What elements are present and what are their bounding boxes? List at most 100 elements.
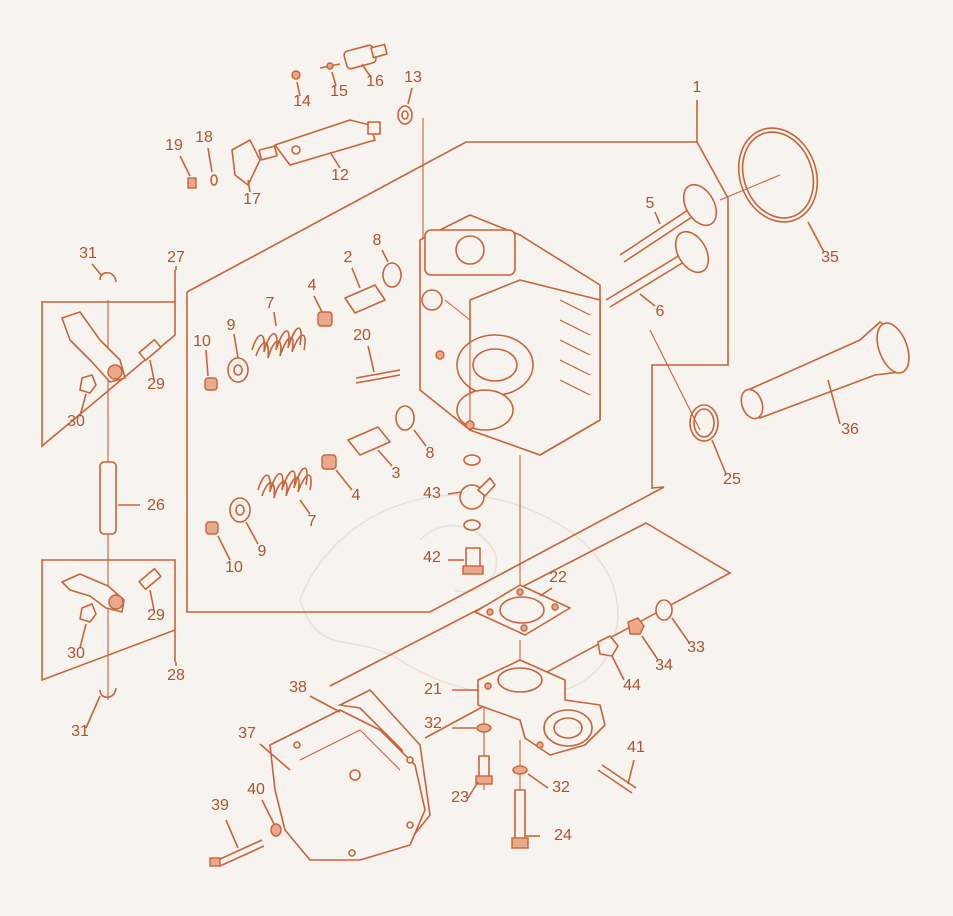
callout-label-5: 5: [646, 195, 655, 212]
callout-label-6: 6: [656, 303, 665, 320]
leader-line-23: [467, 781, 479, 799]
clip-31-lower: [99, 687, 117, 699]
washer-13: [397, 105, 413, 125]
washer-33: [655, 599, 673, 621]
bracket-17: [231, 139, 261, 186]
bolt-39: [209, 839, 265, 867]
spring-retainer-9-upper: [227, 357, 249, 383]
cylinder-head: [419, 214, 601, 456]
callout-label-39: 39: [211, 797, 229, 814]
leader-line-31b: [85, 695, 101, 729]
callout-label-10b: 10: [225, 559, 243, 576]
leader-line-4b: [335, 469, 353, 491]
leader-line-7b: [299, 499, 311, 515]
callout-label-42: 42: [423, 549, 441, 566]
callout-labels: 1234456778899101012131415161718192021222…: [67, 63, 859, 849]
valve-keeper-4-upper: [317, 311, 333, 327]
callout-label-14: 14: [293, 93, 311, 110]
exhaust-pipe-36: [740, 321, 910, 420]
leader-line-17: [247, 179, 251, 193]
washer-32-right: [512, 765, 528, 775]
locknut-30-lower: [79, 603, 97, 623]
leader-line-39: [225, 819, 239, 849]
callout-label-35: 35: [821, 249, 839, 266]
adjust-screw-29-lower: [138, 567, 162, 591]
washer-8-lower: [395, 405, 415, 431]
callout-label-24: 24: [554, 827, 572, 844]
callout-label-43: 43: [423, 485, 441, 502]
callout-label-27: 27: [167, 249, 185, 266]
callout-label-32b: 32: [552, 779, 570, 796]
leader-line-34: [641, 635, 659, 661]
callout-label-30b: 30: [67, 645, 85, 662]
callout-label-9b: 9: [258, 543, 267, 560]
leader-line-9b: [245, 521, 259, 545]
leader-line-18: [207, 147, 213, 173]
leader-line-37: [259, 743, 291, 771]
leader-line-7a: [273, 311, 277, 327]
clip-31-upper: [99, 271, 117, 283]
callout-label-9a: 9: [227, 317, 236, 334]
assembly-centerlines: [107, 118, 781, 800]
leader-line-10b: [217, 535, 231, 561]
leader-line-4a: [313, 295, 323, 313]
rocker-arm-upper: [61, 311, 126, 383]
leader-line-41: [627, 759, 635, 785]
callout-label-12: 12: [331, 167, 349, 184]
callout-label-2: 2: [344, 249, 353, 266]
leader-line-8b: [413, 429, 427, 447]
leader-line-13: [407, 87, 413, 105]
leader-line-38: [309, 695, 341, 713]
callout-label-34: 34: [655, 657, 673, 674]
callout-label-8a: 8: [373, 232, 382, 249]
callout-label-15: 15: [330, 83, 348, 100]
callout-label-20: 20: [353, 327, 371, 344]
callout-label-18: 18: [195, 129, 213, 146]
rocker-shaft-12: [258, 119, 381, 166]
leader-line-30a: [79, 393, 87, 417]
callout-label-10a: 10: [193, 333, 211, 350]
bolt-42: [462, 547, 484, 575]
leader-line-12: [329, 151, 341, 169]
leader-line-19: [179, 155, 191, 177]
callout-label-37: 37: [238, 725, 256, 742]
gasket-ring-35: [737, 127, 819, 223]
rocker-assembly-27-box: [41, 270, 176, 448]
callout-label-41: 41: [627, 739, 645, 756]
assembly-outline-1: [186, 115, 729, 613]
callout-label-25: 25: [723, 471, 741, 488]
callout-label-29a: 29: [147, 376, 165, 393]
valve-guide-2: [344, 284, 386, 314]
valve-lock-10-upper: [204, 377, 218, 391]
leader-line-16: [361, 63, 371, 77]
seal-ring-25: [689, 404, 719, 442]
callout-label-16: 16: [366, 73, 384, 90]
callout-label-44: 44: [623, 677, 641, 694]
ball-14: [291, 70, 301, 80]
leader-line-25: [711, 439, 727, 475]
callout-label-21: 21: [424, 681, 442, 698]
callout-label-28: 28: [167, 667, 185, 684]
gasket-22: [474, 584, 571, 636]
bolt-24: [511, 789, 529, 849]
leader-line-33: [671, 617, 691, 645]
leader-line-14: [296, 81, 301, 97]
leader-line-22: [539, 587, 553, 597]
rocker-arm-lower: [61, 573, 125, 613]
leader-line-35: [807, 221, 825, 253]
exhaust-valve-5: [619, 183, 718, 263]
adjust-screw-29-upper: [138, 338, 162, 362]
locknut-30-upper: [79, 374, 97, 394]
nut-19: [187, 177, 197, 189]
leader-line-43: [447, 491, 463, 495]
callout-label-38: 38: [289, 679, 307, 696]
callout-label-22: 22: [549, 569, 567, 586]
valve-guide-3: [347, 426, 391, 456]
valve-spring-7-lower: [257, 467, 312, 499]
callout-label-36: 36: [841, 421, 859, 438]
leader-line-10a: [205, 349, 209, 377]
bolt-23: [475, 755, 493, 785]
leader-line-44: [611, 655, 625, 681]
plug-16: [343, 43, 388, 70]
callout-label-1: 1: [693, 79, 702, 96]
